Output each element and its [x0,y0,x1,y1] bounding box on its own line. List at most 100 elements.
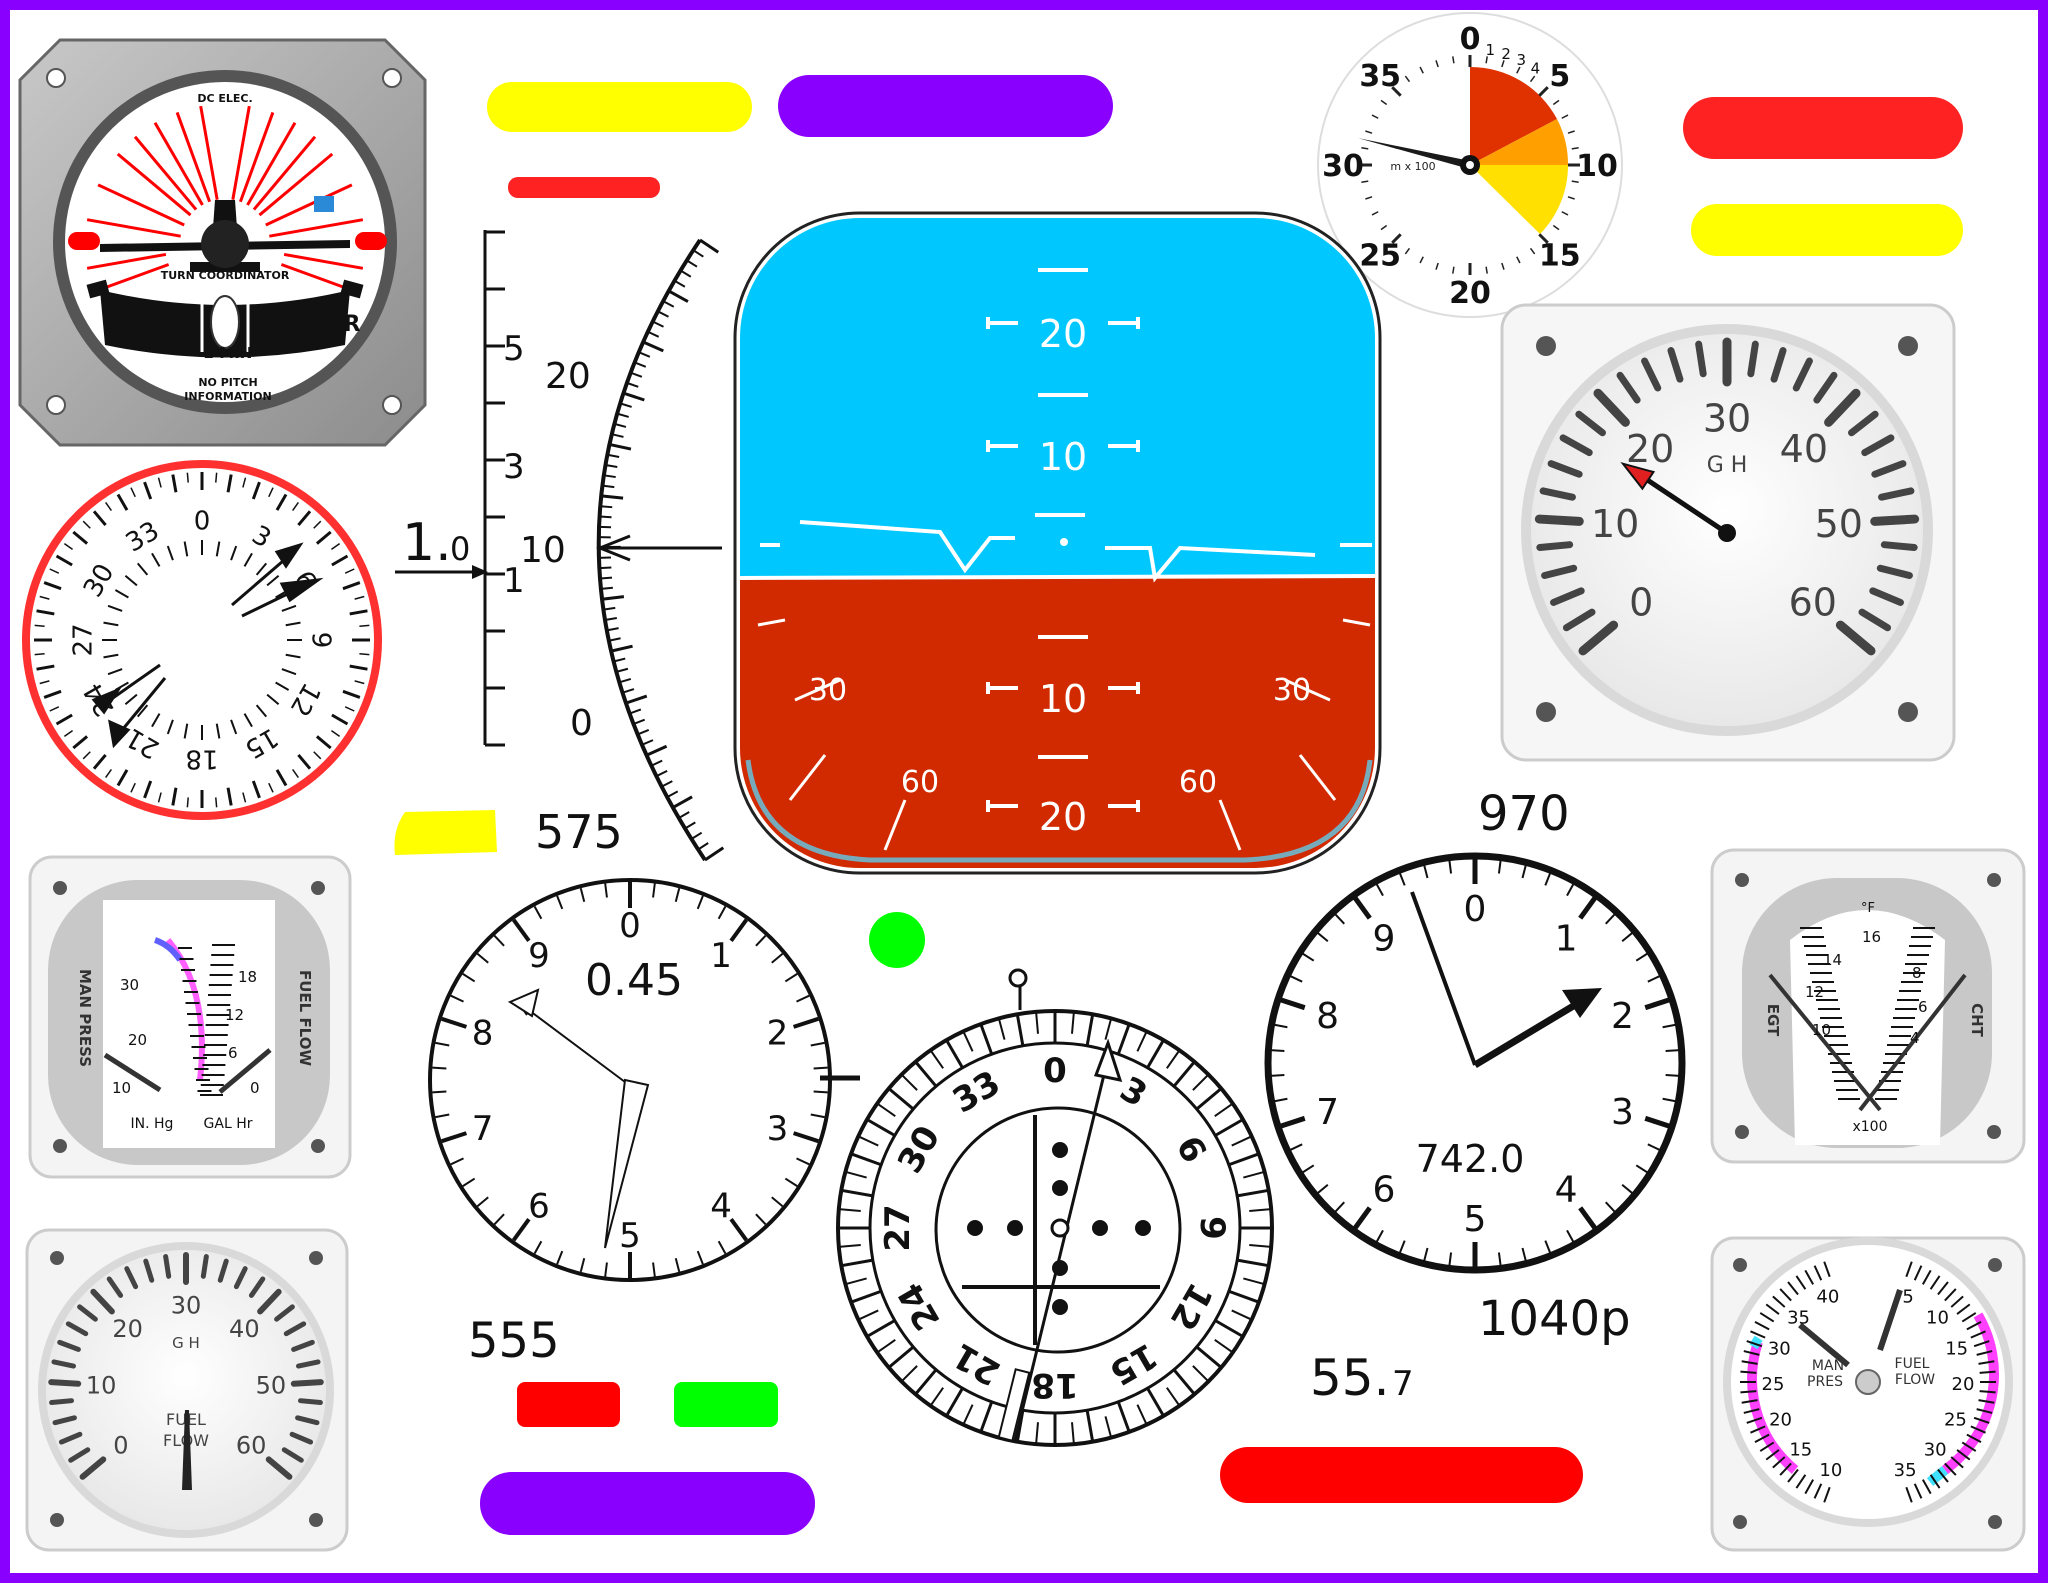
ff-gauge-label-0: 0 [113,1431,128,1459]
ff-gauge-tick [77,1304,98,1322]
ff-gauge-tick [65,1321,89,1337]
hdg-tick [315,735,332,750]
pill-purple-top[interactable] [778,75,1113,137]
dual-fuel-label-10: 10 [1926,1308,1949,1329]
dual-fuel-label-15: 15 [1945,1338,1968,1359]
altimeter-tick [1404,75,1411,83]
pill-yellow-right[interactable] [1691,204,1963,256]
ff-gauge-tick [295,1359,321,1369]
hdg-inner-tick [107,668,123,676]
nav-cdi-dot [1052,1142,1068,1158]
nav-tick [1166,1387,1181,1407]
pill-purple-bottom[interactable] [480,1472,815,1535]
nav-tick [841,1188,874,1198]
arc-tick [672,795,693,809]
vtape-label-1: 1 [503,561,525,601]
green-indicator-dot[interactable] [869,912,925,968]
dual-fuel-tick [1973,1340,1990,1348]
dual-map-tick [1743,1350,1760,1356]
dual-fuel-tick [1961,1441,1977,1452]
dual-map-tick [1772,1456,1786,1469]
altimeter-tick [1567,130,1575,134]
clock-right-tick [1448,1252,1453,1267]
egt-label-12: 12 [1805,983,1824,1001]
clock-left-label-3: 3 [767,1109,789,1149]
nav-tick [866,1319,896,1338]
hdg-tick [55,713,73,726]
clock-right-tick [1665,1073,1680,1077]
gh-tick [1578,620,1619,656]
altimeter-orange-arc [1470,119,1569,165]
mp-unit: IN. Hg [131,1116,174,1132]
clock-right-tick [1621,931,1634,943]
pill-yellow-top[interactable] [487,82,752,132]
nav-tick [1192,1073,1210,1091]
clock-left-tick [792,1131,819,1144]
dual-fuel-title-2: FLOW [1895,1372,1935,1388]
dual-fuel-tick [1950,1456,1964,1469]
egt-multiplier: x100 [1852,1119,1887,1135]
dual-fuel-tick [1921,1269,1932,1285]
pill-yellow-small-left[interactable] [394,810,497,855]
hdg-tick [186,797,189,808]
gh-tick [1861,434,1895,457]
nav-tick [1146,1387,1165,1417]
nav-tick [997,1018,1006,1040]
altimeter-tick [1571,147,1579,150]
gh-tick [1695,340,1707,378]
dual-fuel-tick [1905,1261,1913,1278]
hdg-inner-tick [266,693,280,706]
clock-right-tick [1289,974,1303,983]
hdg-tick [251,780,261,799]
arc-tick [692,249,704,258]
gh-label-40: 40 [1780,427,1828,471]
clock-right-label-9: 9 [1372,919,1395,960]
hdg-tick [130,782,136,793]
clock-left-label-5: 5 [619,1216,641,1256]
gh-needle [1620,461,1729,536]
dual-map-tick [1772,1295,1786,1308]
nav-tick [962,1030,974,1052]
nav-course-arrow [1093,1038,1123,1082]
dual-fuel-tick [1970,1425,1986,1434]
hdg-inner-tick [136,562,149,576]
dual-fuel-tick [1937,1281,1949,1296]
hdg-tick [34,624,45,627]
altimeter-tick [1380,224,1388,231]
nav-tick [1231,1135,1253,1147]
pill-red-bottom-left[interactable] [517,1382,620,1427]
hdg-label-18: 18 [185,744,218,774]
hdg-tick [143,780,153,799]
hdg-tick [359,653,370,656]
egt-label-14: 14 [1823,951,1842,969]
hdg-tick [116,493,129,511]
gh-label-30: 30 [1703,397,1751,441]
dual-map-label-15: 15 [1789,1440,1812,1461]
dual-fuel-label-25: 25 [1944,1410,1967,1431]
clock-left-tick [432,1090,447,1094]
pill-green-bottom-left[interactable] [674,1382,778,1427]
cht-title: CHT [1968,1003,1986,1038]
nav-tick [1070,1011,1075,1034]
pill-red-small-top[interactable] [508,177,660,198]
clock-right-tick [1635,952,1649,962]
clock-right-tick [1566,882,1575,897]
altimeter-tick [1371,114,1379,119]
hdg-inner-tick [266,574,280,587]
pill-red-top-right[interactable] [1683,97,1963,159]
gh-tick [1536,541,1574,551]
arc-tick [657,310,669,318]
nav-tick [1228,1289,1260,1304]
ff-gauge-tick [248,1276,266,1298]
ff-gauge-tick [90,1288,115,1315]
nav-tick [1166,1049,1181,1069]
pill-red-bottom-right[interactable] [1220,1447,1583,1503]
clock-left-tick [493,934,505,947]
arc-tick [606,627,619,632]
altimeter-tick [1435,60,1439,68]
adi-bank-mark [1218,799,1242,851]
clock-right-tick [1316,931,1329,943]
ff-gauge-tick [298,1398,323,1406]
